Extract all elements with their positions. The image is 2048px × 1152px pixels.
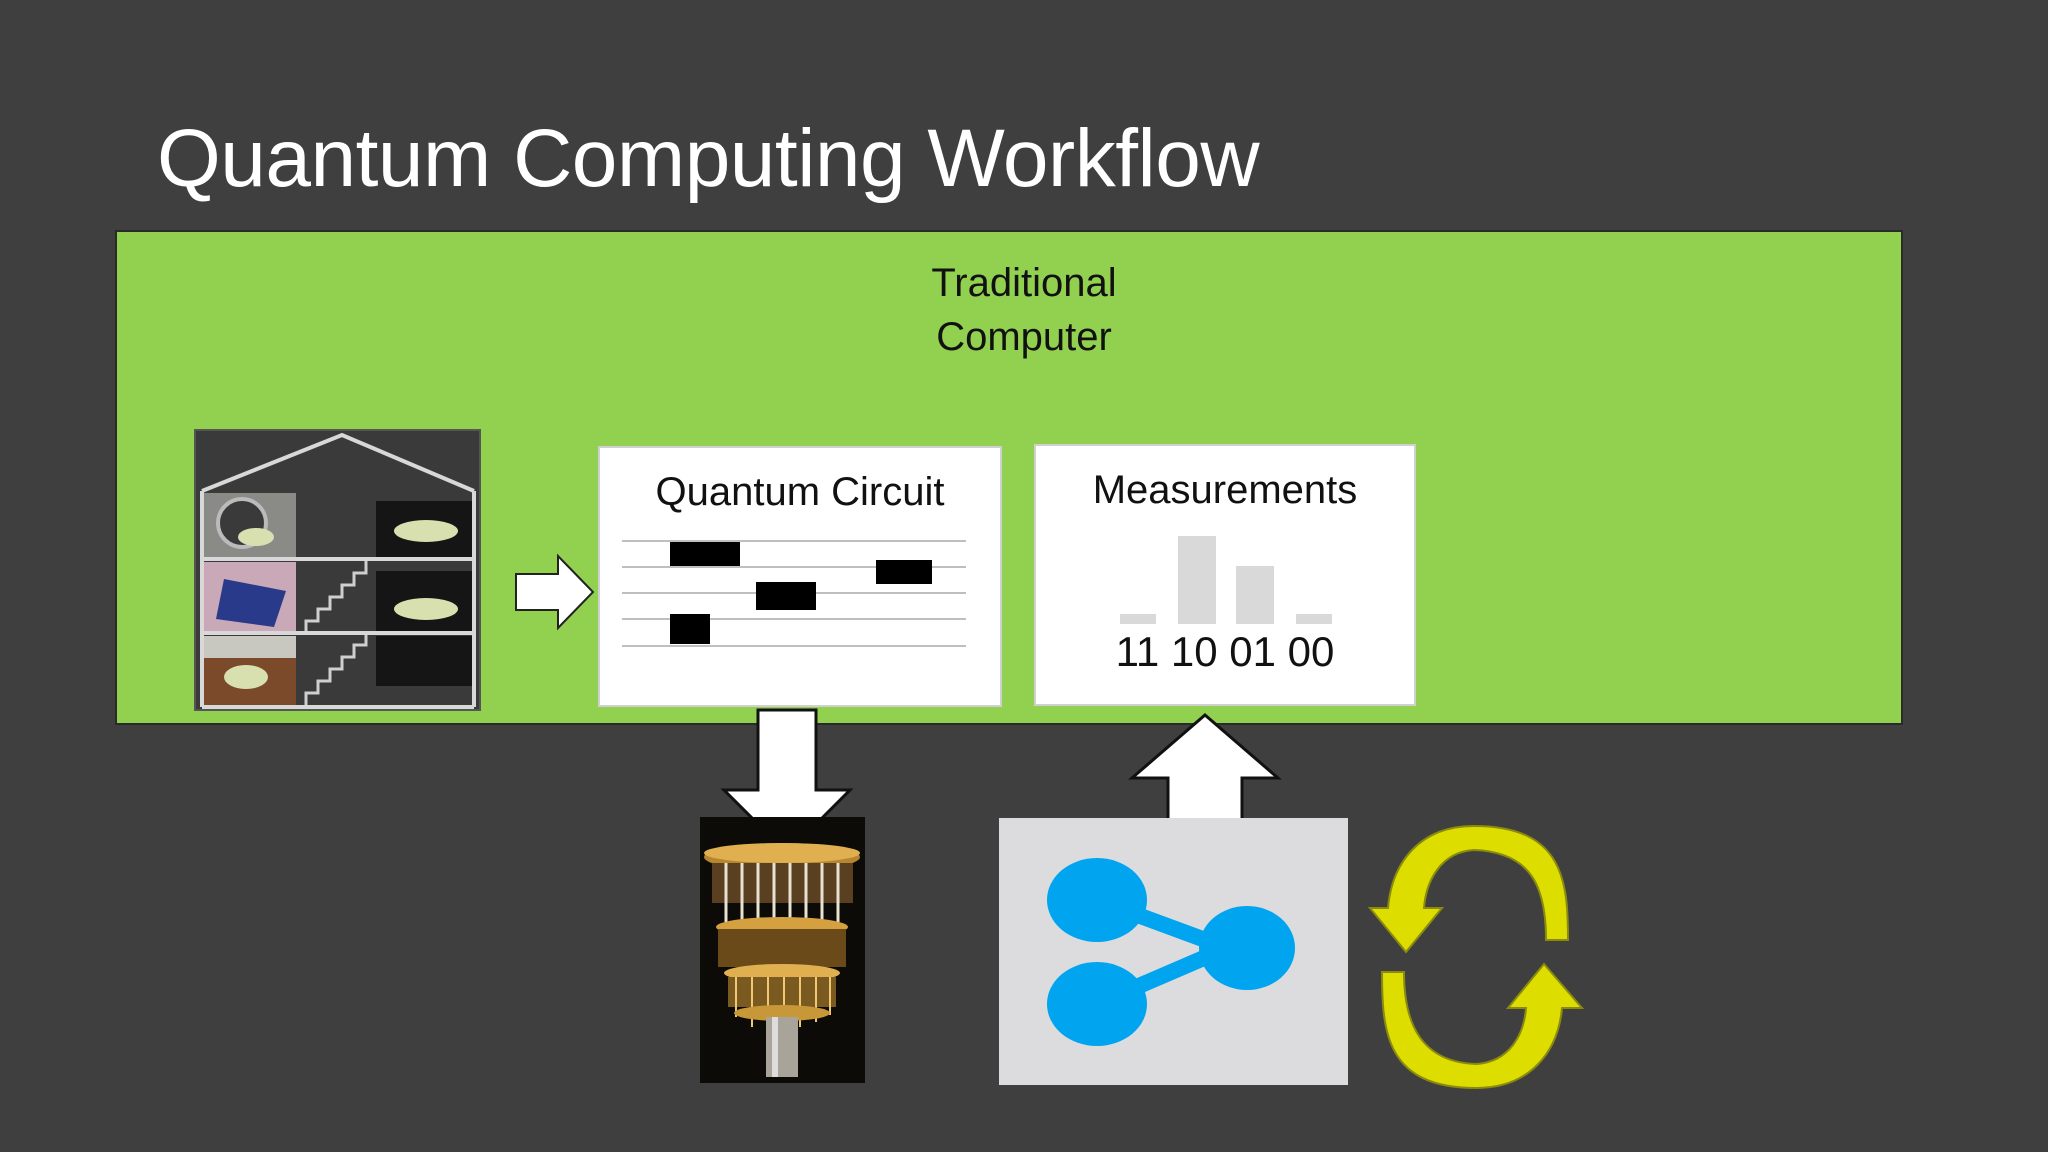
measurement-histogram xyxy=(1120,536,1332,624)
share-network-icon xyxy=(1047,858,1295,1046)
histogram-bar xyxy=(1296,614,1332,624)
cycle-arrows-icon xyxy=(1367,824,1585,1090)
measurement-outcomes: 11 10 01 00 xyxy=(1115,628,1335,675)
quantum-gate xyxy=(670,614,710,644)
traditional-computer-label-line1: Traditional xyxy=(931,261,1117,305)
measurements-title: Measurements xyxy=(1092,468,1358,512)
measurements-card: Measurements 11 10 01 00 xyxy=(1034,444,1416,706)
traditional-computer-label: Traditional Computer xyxy=(0,256,2048,364)
arrow-right-icon xyxy=(515,553,595,631)
histogram-bar xyxy=(1236,566,1274,624)
house-with-rooms-icon xyxy=(200,432,476,709)
histogram-bar xyxy=(1120,614,1156,624)
quantum-hardware-image xyxy=(700,817,865,1083)
slide-title: Quantum Computing Workflow xyxy=(157,113,1260,204)
quantum-gate xyxy=(876,560,932,584)
traditional-computer-label-line2: Computer xyxy=(936,315,1112,359)
quantum-circuit-card: Quantum Circuit xyxy=(598,446,1002,707)
quantum-gate xyxy=(756,582,816,610)
circuit-diagram xyxy=(622,540,966,647)
quantum-service-panel xyxy=(999,818,1348,1085)
quantum-gate xyxy=(670,542,740,566)
quantum-circuit-title: Quantum Circuit xyxy=(655,470,945,514)
house-illustration xyxy=(194,429,481,711)
quantum-cryostat-icon xyxy=(700,817,865,1083)
histogram-bar xyxy=(1178,536,1216,624)
